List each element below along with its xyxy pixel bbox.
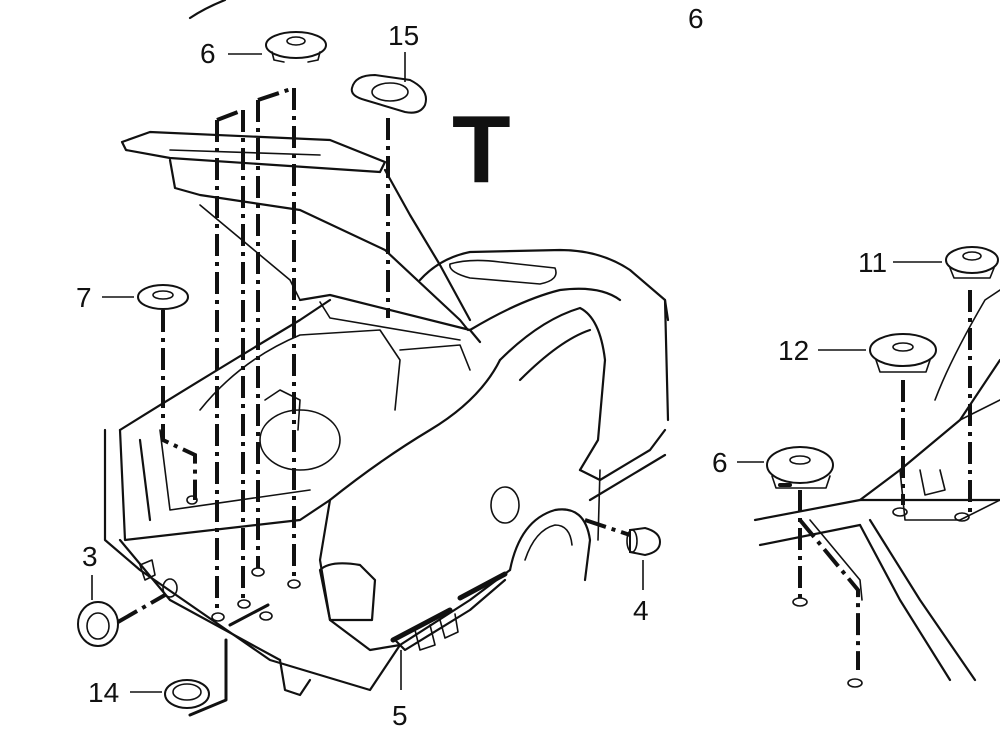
part-3-grommet <box>77 601 119 647</box>
part-15-cap <box>350 73 427 114</box>
callout-12: 12 <box>778 335 809 366</box>
callout-6-right: 6 <box>712 447 728 478</box>
edge-arc <box>188 0 227 20</box>
callout-4: 4 <box>633 595 649 626</box>
callout-15: 15 <box>388 20 419 51</box>
callout-3: 3 <box>82 541 98 572</box>
callout-11: 11 <box>858 247 887 278</box>
part-5-sill-marker <box>390 571 508 643</box>
callout-14: 14 <box>88 677 119 708</box>
part-6-right-cap <box>766 446 834 489</box>
callout-6-corner: 6 <box>688 3 704 34</box>
callout-5: 5 <box>392 700 408 731</box>
part-14-cap <box>164 679 210 709</box>
trunk-lid <box>120 130 472 332</box>
part-7-plug <box>137 284 189 310</box>
leader-lines <box>91 52 942 693</box>
section-letter: T <box>452 96 511 203</box>
part-4-bumper-stop <box>626 526 662 557</box>
assembly-lines <box>117 86 972 717</box>
part-11-cap <box>945 246 999 279</box>
callout-7: 7 <box>76 282 92 313</box>
part-6-top-plug <box>265 31 327 63</box>
callout-6-top: 6 <box>200 38 216 69</box>
part-12-cap <box>869 333 937 373</box>
car-body <box>103 248 670 697</box>
